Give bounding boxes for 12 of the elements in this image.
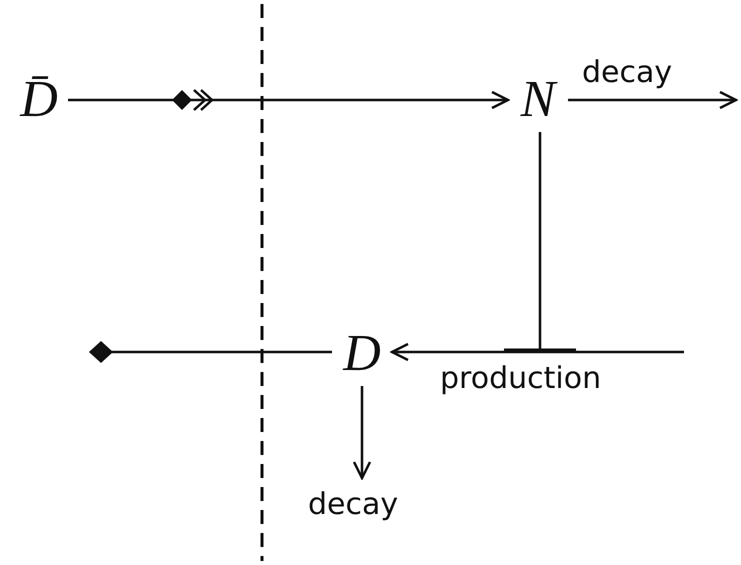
node-symbol: D̄ <box>14 72 64 128</box>
edge-label: decay <box>582 56 672 90</box>
arrow <box>68 89 510 111</box>
node-symbol: D <box>336 326 388 382</box>
arrow <box>568 90 738 110</box>
edge-label: production <box>440 362 602 396</box>
ligand-line <box>89 341 332 363</box>
arrow <box>390 342 684 362</box>
inhibition-line <box>502 132 578 352</box>
arrow <box>352 386 372 480</box>
edge-label: decay <box>308 488 398 522</box>
node-symbol: N <box>512 72 564 128</box>
